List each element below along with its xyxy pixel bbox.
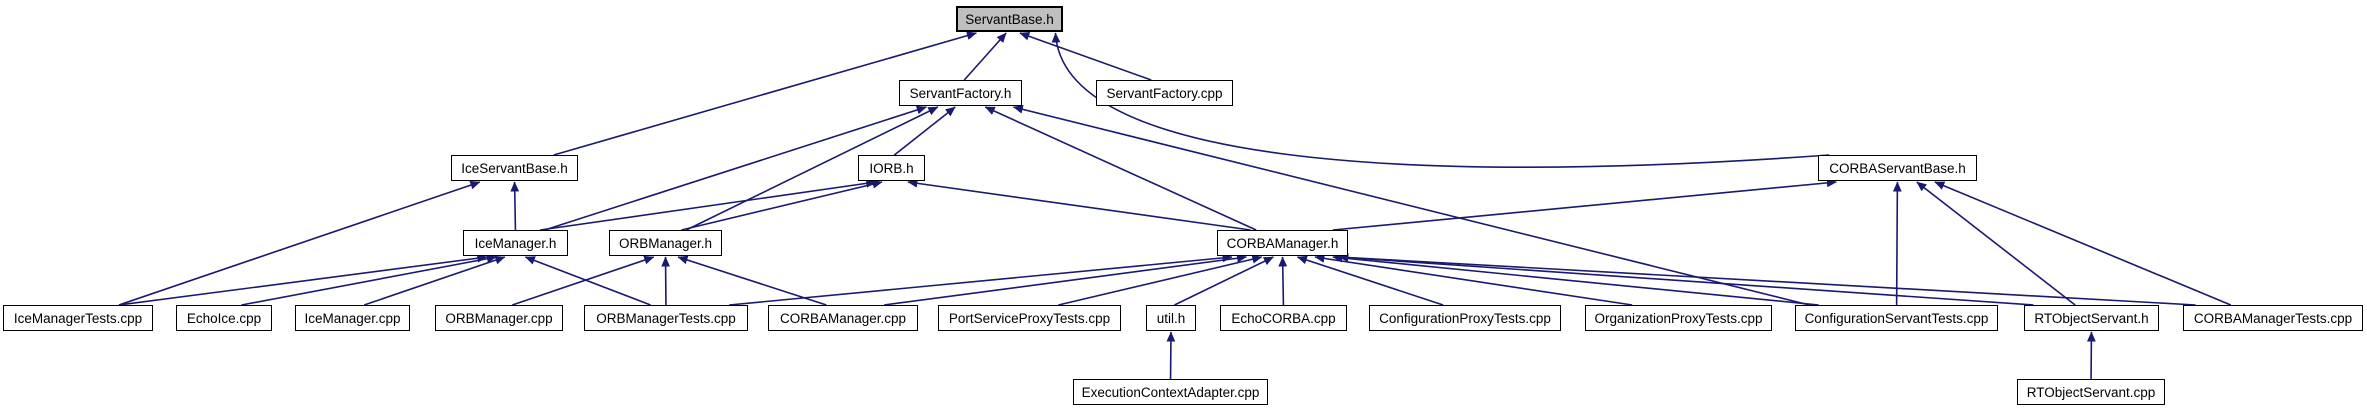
edge-corbamanager-h-to-corbaservantbase-h [1332, 178, 1837, 231]
graph-node-icemanagertests-cpp[interactable]: IceManagerTests.cpp [3, 305, 153, 331]
graph-node-rtobjectservant-h[interactable]: RTObjectServant.h [2024, 305, 2159, 331]
edge-icemanager-h-to-servantfactory-h [544, 105, 927, 231]
edge-corbamanager-h-to-iorb-h [907, 178, 1251, 231]
edge-rtobjectservant-h-to-corbamanager-h [1338, 253, 2034, 306]
edge-corbamanager-cpp-to-corbamanager-h [884, 253, 1248, 306]
graph-node-servantbase-h: ServantBase.h [956, 6, 1063, 32]
edge-icemanagertests-cpp-to-iceservantbase-h [118, 180, 481, 306]
graph-node-servantfactory-cpp[interactable]: ServantFactory.cpp [1096, 80, 1233, 106]
edge-icemanager-h-to-iorb-h [540, 178, 877, 231]
graph-node-corbaservantbase-h[interactable]: CORBAServantBase.h [1818, 155, 1977, 181]
edge-icemanager-h-to-iceservantbase-h [510, 181, 520, 231]
edge-orbmanagertests-cpp-to-corbamanager-h [729, 253, 1233, 306]
graph-node-icemanager-h[interactable]: IceManager.h [463, 230, 568, 256]
edge-corbamanager-h-to-servantfactory-h [984, 106, 1257, 231]
graph-node-iorb-h[interactable]: IORB.h [858, 155, 925, 181]
edge-portserviceproxytests-cpp-to-corbamanager-h [1058, 254, 1263, 306]
edge-echoice-cpp-to-icemanager-h [241, 254, 497, 306]
graph-node-iceservantbase-h[interactable]: IceServantBase.h [451, 155, 578, 181]
edge-servantfactory-h-to-servantbase-h [963, 32, 1007, 81]
graph-node-executioncontextadapter-cpp[interactable]: ExecutionContextAdapter.cpp [1073, 379, 1268, 405]
edge-configurationservanttests-cpp-to-servantfactory-h [1012, 105, 1810, 306]
edge-corbaservantbase-h-to-servantbase-h [1051, 32, 1830, 168]
edge-configurationproxytests-cpp-to-corbamanager-h [1296, 255, 1444, 306]
graph-node-util-h[interactable]: util.h [1146, 305, 1196, 331]
graph-node-configurationproxytests-cpp[interactable]: ConfigurationProxyTests.cpp [1369, 305, 1561, 331]
edge-echocorba-cpp-to-corbamanager-h [1278, 256, 1288, 306]
edge-icemanager-cpp-to-icemanager-h [363, 255, 506, 306]
edge-rtobjectservant-h-to-corbaservantbase-h [1916, 181, 2076, 306]
graph-node-rtobjectservant-cpp[interactable]: RTObjectServant.cpp [2017, 379, 2165, 405]
graph-node-echoice-cpp[interactable]: EchoIce.cpp [176, 305, 272, 331]
edge-configurationservanttests-cpp-to-corbamanager-h [1332, 253, 1819, 306]
edge-configurationservanttests-cpp-to-corbaservantbase-h [1892, 181, 1902, 306]
graph-node-orbmanager-cpp[interactable]: ORBManager.cpp [435, 305, 563, 331]
graph-node-echocorba-cpp[interactable]: EchoCORBA.cpp [1220, 305, 1347, 331]
graph-node-corbamanager-cpp[interactable]: CORBAManager.cpp [768, 305, 918, 331]
edge-organizationproxytests-cpp-to-corbamanager-h [1314, 254, 1633, 306]
graph-node-icemanager-cpp[interactable]: IceManager.cpp [295, 305, 410, 331]
edge-util-h-to-corbamanager-h [1174, 256, 1274, 306]
graph-node-corbamanager-h[interactable]: CORBAManager.h [1217, 230, 1348, 256]
edge-corbamanagertests-cpp-to-corbaservantbase-h [1934, 181, 2232, 306]
graph-node-orbmanagertests-cpp[interactable]: ORBManagerTests.cpp [584, 305, 748, 331]
edge-orbmanagertests-cpp-to-icemanager-h [524, 256, 651, 306]
graph-node-portserviceproxytests-cpp[interactable]: PortServiceProxyTests.cpp [938, 305, 1121, 331]
edge-orbmanager-h-to-servantfactory-h [685, 106, 939, 231]
edge-orbmanager-cpp-to-orbmanager-h [512, 255, 655, 306]
graph-node-organizationproxytests-cpp[interactable]: OrganizationProxyTests.cpp [1585, 305, 1772, 331]
edge-iorb-h-to-servantfactory-h [893, 106, 956, 156]
graph-node-orbmanager-h[interactable]: ORBManager.h [609, 230, 722, 256]
edge-corbamanager-cpp-to-orbmanager-h [677, 255, 827, 306]
edge-iceservantbase-h-to-servantbase-h [553, 31, 977, 156]
edge-orbmanager-h-to-iorb-h [681, 179, 883, 231]
graph-node-configurationservanttests-cpp[interactable]: ConfigurationServantTests.cpp [1795, 305, 1998, 331]
edge-icemanagertests-cpp-to-icemanager-h [118, 253, 488, 306]
edge-corbamanagertests-cpp-to-corbamanager-h [1338, 253, 2196, 306]
graph-node-servantfactory-h[interactable]: ServantFactory.h [899, 80, 1022, 106]
graph-node-corbamanagertests-cpp[interactable]: CORBAManagerTests.cpp [2183, 305, 2363, 331]
edge-servantfactory-cpp-to-servantbase-h [1019, 32, 1152, 81]
